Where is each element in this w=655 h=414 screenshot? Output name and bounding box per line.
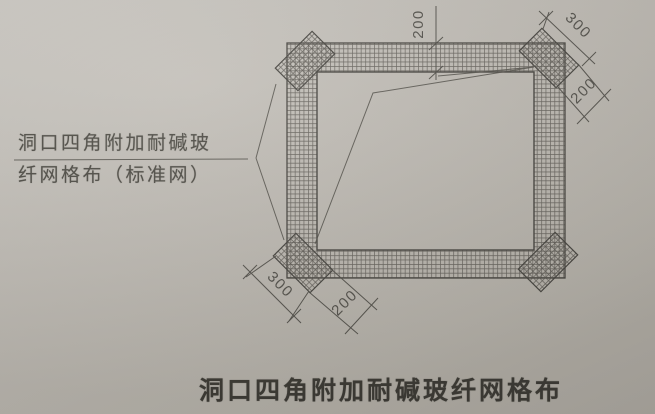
dim-ext-tr-200 [556,63,610,123]
opening-inner-edge [316,71,535,251]
leader-to-bottom-left-patch [255,157,285,241]
leader-to-top-right-patch [314,66,535,245]
leader-to-top-left-patch [255,83,277,159]
mesh-band-fill [287,43,565,278]
corner-patch-top-right [518,27,580,89]
dim-value-top-right-width: 200 [567,74,600,107]
dim-ext-bl-300 [245,255,310,322]
dim-ticks-tr-300 [538,10,597,67]
dim-ext-bl-200 [308,268,378,335]
band-outer-edge [286,42,566,279]
callout-leader-lines [13,66,535,245]
dimension-lines [242,6,612,335]
callout-underline [13,158,249,161]
corner-patch-top-left [274,30,336,92]
mesh-band-ring [286,42,566,279]
dim-value-top-band-width: 200 [410,9,427,39]
corner-patch-bottom-left [272,232,334,294]
dim-line-bl-300 [242,264,302,324]
dim-line-tr-300 [538,10,596,65]
corner-patch-bottom-right [517,231,579,293]
dim-ticks-top-200 [428,36,444,80]
dim-line-tr-200 [576,88,612,125]
dim-ext-tr-300 [542,11,550,30]
